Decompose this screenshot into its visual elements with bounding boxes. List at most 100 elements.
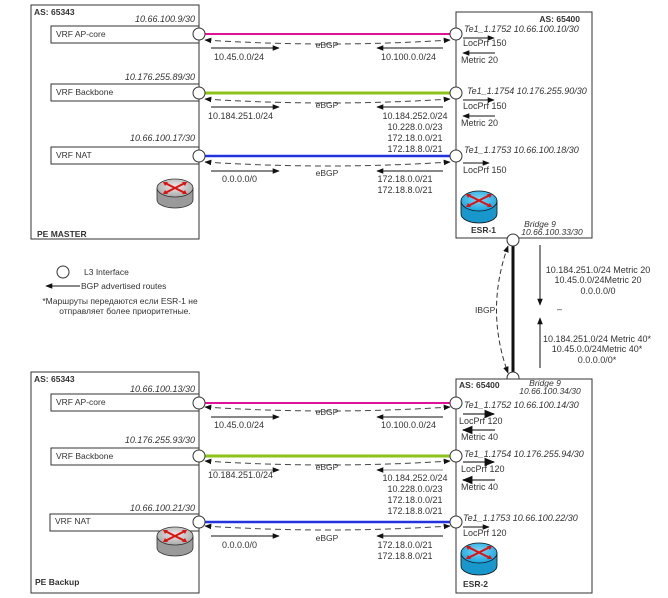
metric-label: Metric 40 [461,432,498,442]
legend: L3 Interface BGP advertised routes *Марш… [42,265,198,316]
link-backbone-top: eBGP 10.184.251.0/24 10.184.252.0/24 10.… [204,91,451,154]
vrf-label: VRF Backbone [56,451,113,461]
ebgp-label: eBGP [316,533,339,543]
pe-backup-name: PE Backup [35,577,79,587]
vrf-ip-label: 10.66.100.17/30 [130,133,195,143]
locprf-label: LocPrf 150 [463,38,507,48]
legend-bgp-label: BGP advertised routes [81,281,166,291]
locprf-label: LocPrf 120 [459,416,503,426]
bridge-name: Bridge 9 [529,378,561,388]
route-label: 0.0.0.0/0 [222,174,257,184]
route-label: 172.18.8.0/21 [387,144,442,154]
vrf-ip-label: 10.176.255.93/30 [125,435,195,445]
link-ap-core-bottom: eBGP 10.45.0.0/24 10.100.0.0/24 [204,402,451,430]
pe-master-as-label: AS: 65343 [34,7,75,17]
esr2-box: AS: 65400 Bridge 9 10.66.100.34/30 Te1_1… [455,378,593,594]
pe-master-name: PE MASTER [37,229,87,239]
esr2-router-icon [460,542,498,576]
esr1-name: ESR-1 [471,225,496,235]
esr-interface-label: Te1_1.1754 10.176.255.90/30 [467,86,587,96]
ebgp-label: eBGP [316,407,339,417]
legend-l3-interface-icon [56,265,70,279]
route-label: 172.18.8.0/21 [377,551,432,561]
legend-note: отправляет более приоритетные. [59,306,191,316]
vrf-ip-label: 10.66.100.9/30 [135,14,195,24]
bridge-ip: 10.66.100.33/30 [521,227,583,237]
vrf-ip-label: 10.176.255.89/30 [125,72,195,82]
route-label: 10.184.251.0/24 [208,470,273,480]
pe-master-box: AS: 65343 PE MASTER 10.66.100.9/30 VRF A… [30,4,200,240]
esr1-as-label: AS: 65400 [539,14,580,24]
esr1-router-icon [460,190,498,224]
esr1-box: AS: 65400 Te1_1.1752 10.66.100.10/30 Loc… [455,11,593,239]
l3-interface-icon [192,27,206,41]
route-label: 0.0.0.0/0 [580,286,615,296]
ebgp-label: eBGP [316,168,339,178]
route-label: 10.45.0.0/24Metric 40* [552,344,643,354]
ibgp-link: IBGP [475,244,515,375]
metric-label: Metric 40 [461,482,498,492]
locprf-label: LocPrf 120 [461,464,505,474]
pe-backup-box: AS: 65343 PE Backup 10.66.100.13/30 VRF … [30,371,200,594]
route-label: 10.184.252.0/24 [382,473,447,483]
legend-note: *Маршруты передаются если ESR-1 не [42,296,198,306]
ibgp-label: IBGP [475,305,496,315]
route-label: 10.184.252.0/24 [382,111,447,121]
route-label: 10.100.0.0/24 [381,52,436,62]
link-nat-bottom: eBGP 0.0.0.0/0 172.18.0.0/21 172.18.8.0/… [204,520,451,561]
l3-interface-icon [192,149,206,163]
locprf-label: LocPrf 120 [463,528,507,538]
esr2-name: ESR-2 [463,579,488,589]
link-ap-core-top: eBGP 10.45.0.0/24 10.100.0.0/24 [204,33,451,62]
route-label: 10.100.0.0/24 [381,420,436,430]
bridge-interface-icon [506,233,520,247]
metric-label: Metric 20 [461,55,498,65]
route-label: 172.18.0.0/21 [377,174,432,184]
vrf-ip-label: 10.66.100.13/30 [130,384,195,394]
l3-interface-icon [192,396,206,410]
legend-l3-interface-label: L3 Interface [84,267,129,277]
l3-interface-icon [449,449,463,463]
locprf-label: LocPrf 150 [463,101,507,111]
route-label: 10.184.251.0/24 Metric 20 [546,265,651,275]
ebgp-label: eBGP [316,462,339,472]
route-label: 172.18.8.0/21 [377,185,432,195]
route-label: 10.45.0.0/24Metric 20 [554,275,641,285]
esr-interface-label: Te1_1.1752 10.66.100.10/30 [464,24,579,34]
esr-interface-label: Te1_1.1752 10.66.100.14/30 [464,400,579,410]
ebgp-label: eBGP [316,100,339,110]
vrf-label: VRF Backbone [56,87,113,97]
route-label: 10.45.0.0/24 [214,52,264,62]
link-nat-top: eBGP 0.0.0.0/0 172.18.0.0/21 172.18.8.0/… [204,154,451,195]
l3-interface-icon [449,396,463,410]
l3-interface-icon [449,27,463,41]
separator: – [557,304,562,314]
l3-interface-icon [449,149,463,163]
route-label: 172.18.0.0/21 [377,540,432,550]
vrf-label: VRF AP-core [56,29,106,39]
route-label: 172.18.0.0/21 [387,495,442,505]
esr-interface-label: Te1_1.1753 10.66.100.18/30 [464,145,579,155]
route-label: 172.18.0.0/21 [387,133,442,143]
l3-interface-icon [192,515,206,529]
bridge-name: Bridge 9 [524,219,556,229]
bridge-ip: 10.66.100.34/30 [519,386,581,396]
esr2-as-label: AS: 65400 [459,380,500,390]
vrf-label: VRF NAT [55,516,91,526]
route-label: 10.228.0.0/23 [387,484,442,494]
l3-interface-icon [449,86,463,100]
metric-label: Metric 20 [461,118,498,128]
vrf-label: VRF NAT [56,150,92,160]
l3-interface-icon [192,449,206,463]
vrf-ip-label: 10.66.100.21/30 [130,503,195,513]
vrf-label: VRF AP-core [56,397,106,407]
ebgp-label: eBGP [316,40,339,50]
route-label: 0.0.0.0/0 [222,540,257,550]
pe-backup-router-icon [156,526,194,557]
route-label: 10.45.0.0/24 [214,420,264,430]
pe-master-router-icon [156,178,194,209]
esr-interface-label: Te1_1.1754 10.176.255.94/30 [464,449,584,459]
esr-interface-label: Te1_1.1753 10.66.100.22/30 [463,513,578,523]
route-label: 0.0.0.0/0* [578,355,617,365]
